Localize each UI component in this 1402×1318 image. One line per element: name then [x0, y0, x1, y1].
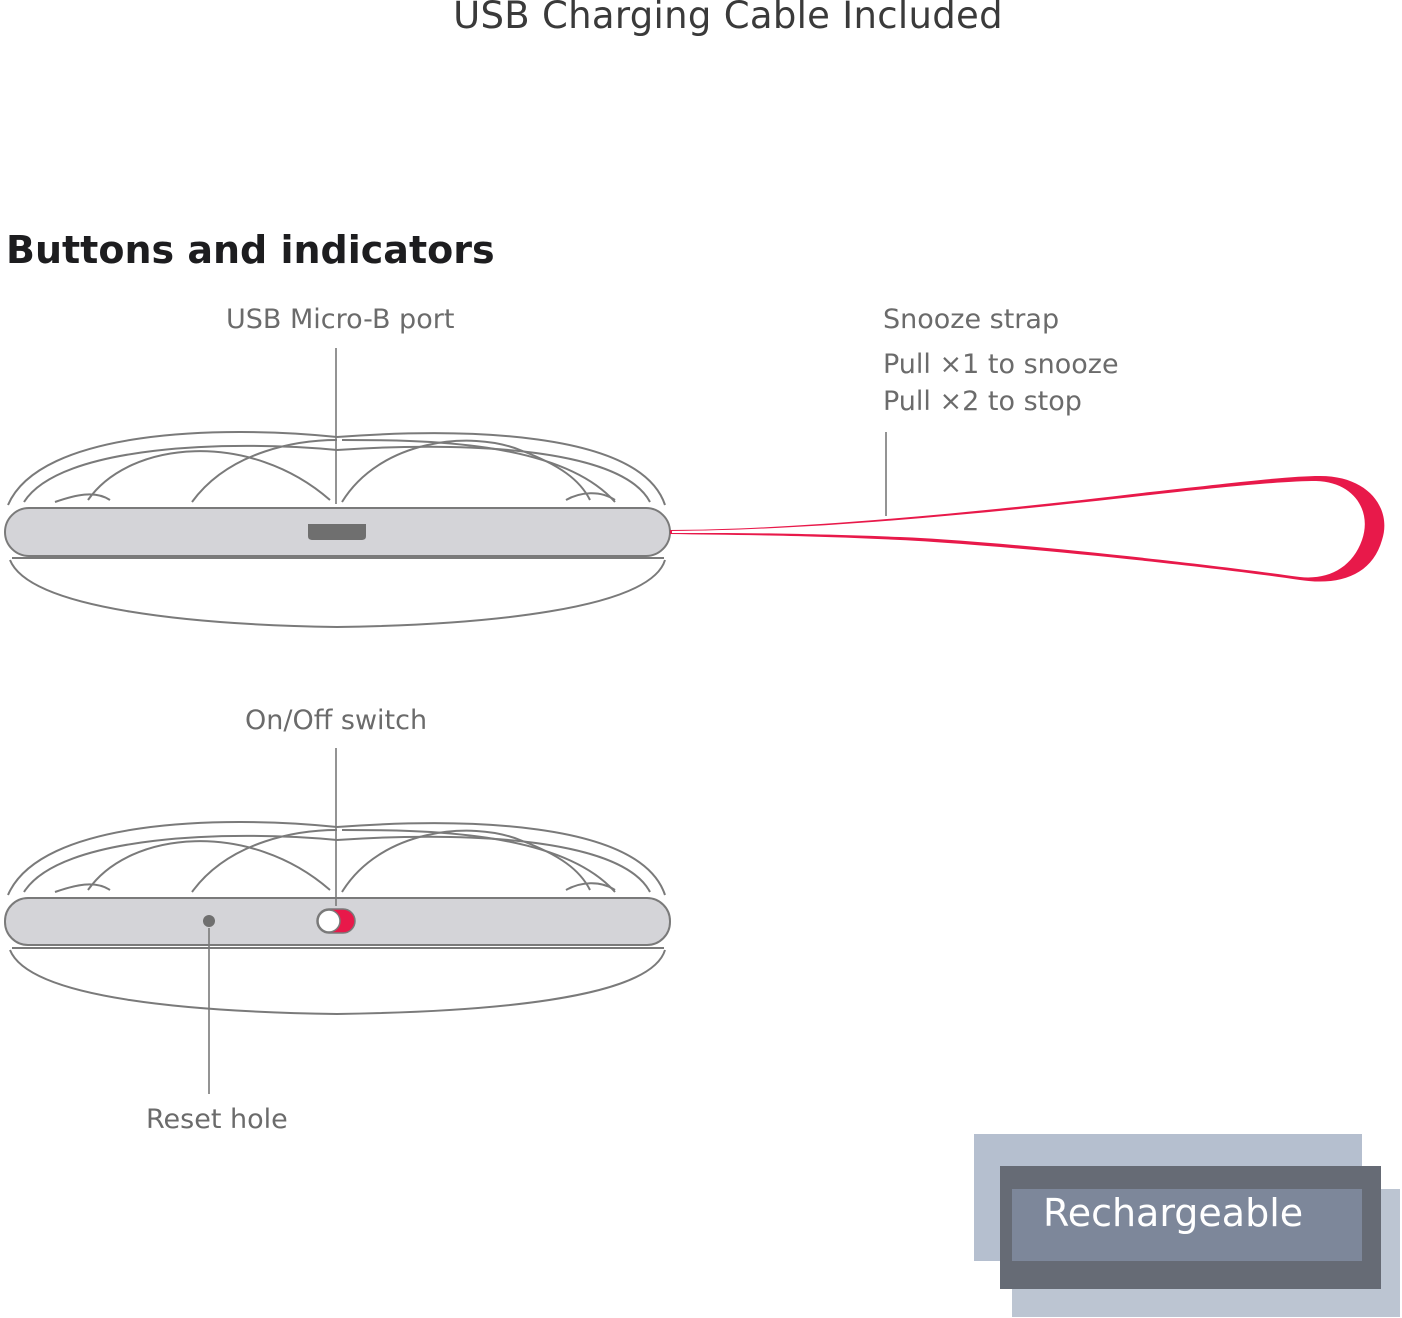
usb-port-icon — [308, 524, 366, 540]
on-off-switch-label: On/Off switch — [245, 705, 428, 736]
page-title: USB Charging Cable Included — [453, 0, 1003, 37]
rechargeable-badge: Rechargeable — [974, 1134, 1402, 1318]
snooze-strap-label: Snooze strap — [883, 304, 1060, 335]
badge-label: Rechargeable — [1043, 1191, 1304, 1235]
device-top-view — [7, 431, 666, 629]
snooze-instruction-once: Pull ×1 to snooze — [883, 349, 1119, 380]
usb-port-label: USB Micro-B port — [226, 304, 455, 335]
on-off-switch-icon — [316, 908, 356, 934]
reset-hole-label: Reset hole — [146, 1104, 288, 1135]
section-heading: Buttons and indicators — [6, 228, 495, 272]
device-bottom-view — [7, 821, 666, 1016]
badge-front-panel — [1012, 1189, 1362, 1261]
snooze-strap-icon — [670, 476, 1385, 582]
snooze-instruction-twice: Pull ×2 to stop — [883, 386, 1082, 417]
reset-hole-icon — [203, 915, 215, 927]
